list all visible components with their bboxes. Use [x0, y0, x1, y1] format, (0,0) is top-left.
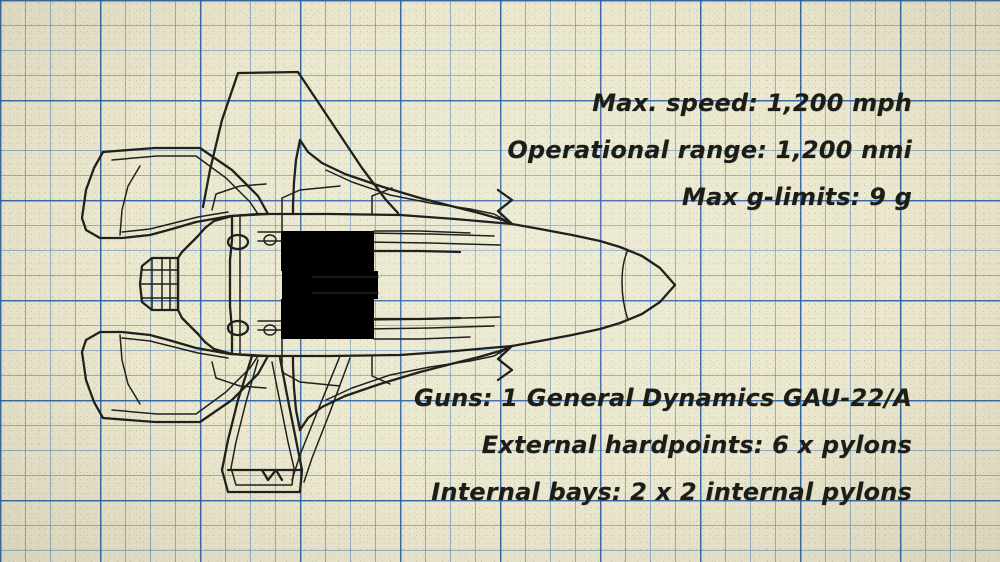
spec-block-performance: Max. speed: 1,200 mph Operational range:… [507, 80, 912, 221]
spec-line-max-g-limits: Max g-limits: 9 g [681, 183, 912, 211]
spec-line-internal-bays: Internal bays: 2 x 2 internal pylons [431, 478, 912, 506]
spec-line-max-speed: Max. speed: 1,200 mph [592, 89, 912, 117]
spec-line-guns: Guns: 1 General Dynamics GAU-22/A [413, 384, 912, 412]
spec-line-operational-range: Operational range: 1,200 nmi [507, 136, 912, 164]
spec-line-external-hardpoints: External hardpoints: 6 x pylons [481, 431, 912, 459]
spec-block-armament: Guns: 1 General Dynamics GAU-22/A Extern… [414, 375, 912, 516]
